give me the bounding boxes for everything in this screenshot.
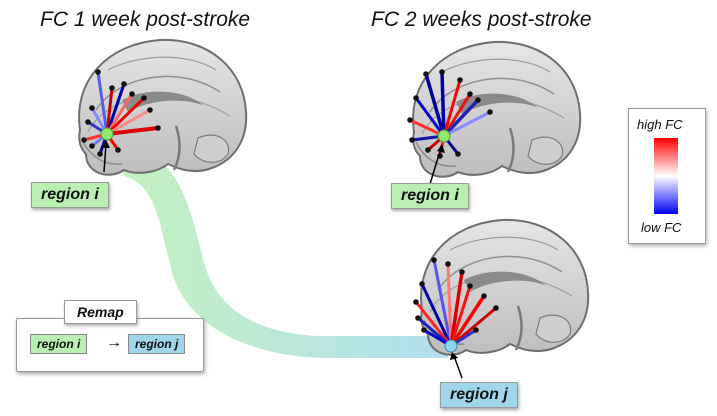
remap-ribbon [114,148,448,359]
legend-low-label: low FC [641,220,682,235]
title-week2: FC 2 weeks post-stroke [371,8,592,31]
pointer-arrowhead-region-j [450,352,458,360]
node-region-i-week1 [100,127,114,141]
connection-endpoints-week1 [81,69,161,157]
pointer-arrow-week2 [429,147,442,185]
legend-colorbar [654,138,678,214]
remap-arrow-icon: → [106,334,122,351]
node-region-i-week2 [437,129,451,143]
legend-high-label: high FC [637,117,683,132]
connection-endpoints-region-j [413,257,499,333]
label-region-i-week2: region i [391,183,469,209]
remap-to-label: region j [128,334,186,354]
label-region-j: region j [440,382,518,408]
remap-from-label: region i [30,334,88,354]
node-region-j [444,339,458,353]
connections-region-j [414,258,498,348]
label-region-i-week1: region i [31,182,109,208]
pointer-arrow-region-j [453,355,463,379]
pointer-arrow-week1 [103,143,107,173]
title-week1: FC 1 week post-stroke [40,8,251,31]
pointer-arrowhead-week1 [102,140,110,148]
connection-endpoints-week2 [407,69,493,159]
remap-title: Remap [64,300,137,324]
pointer-arrowhead-week2 [437,144,445,153]
